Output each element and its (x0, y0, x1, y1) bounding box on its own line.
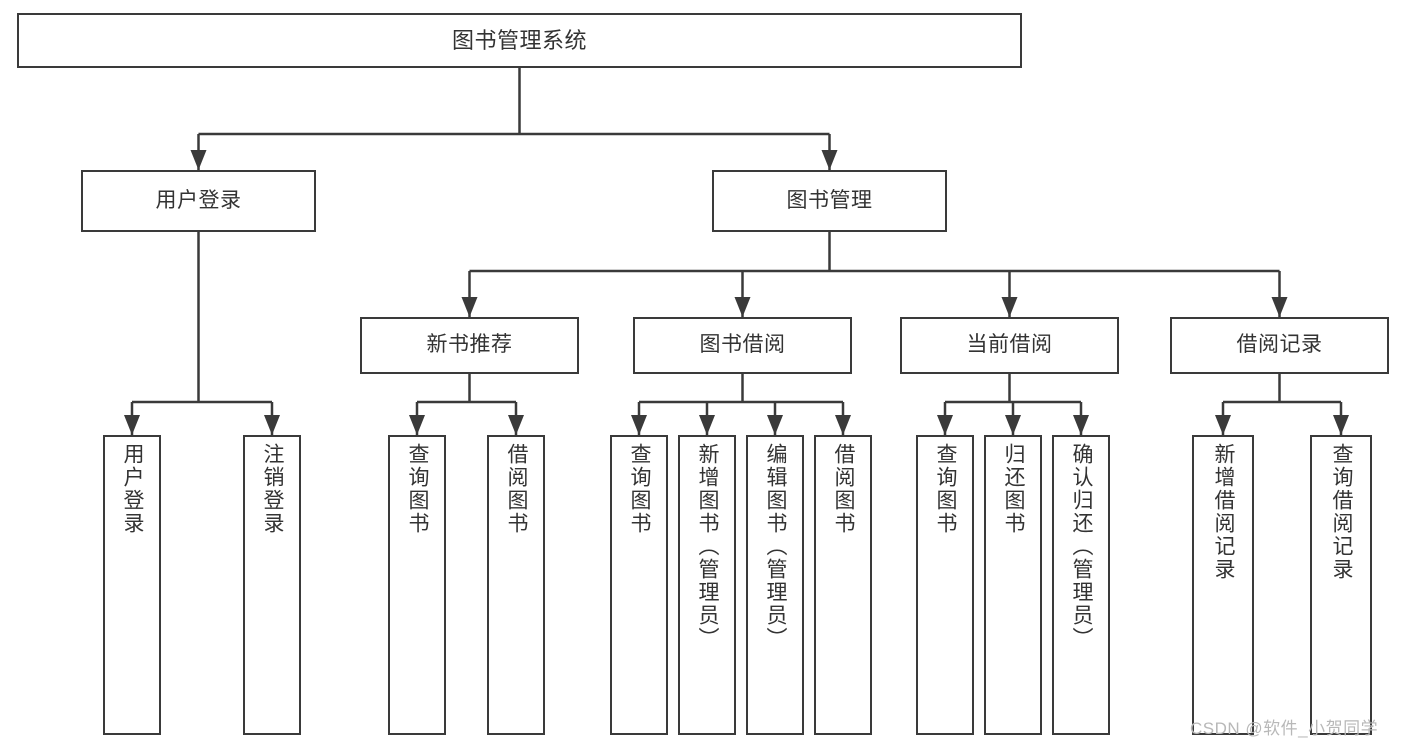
arrowhead (734, 297, 751, 317)
node-user-login[interactable]: 用户登录 (81, 170, 316, 232)
node-leaf-logout[interactable]: 注销登录 (243, 435, 301, 735)
arrowhead (631, 415, 647, 435)
node-leaf-user-login[interactable]: 用户登录 (103, 435, 161, 735)
node-label: 查询图书 (934, 443, 958, 535)
node-book-borrow[interactable]: 图书借阅 (633, 317, 852, 374)
arrowhead (1333, 415, 1349, 435)
node-leaf-query-book-1[interactable]: 查询图书 (388, 435, 446, 735)
node-label: 查询图书 (628, 443, 652, 535)
node-label: 新书推荐 (426, 333, 513, 357)
arrowhead (409, 415, 425, 435)
node-label: 查询借阅记录 (1330, 443, 1354, 581)
node-leaf-add-record[interactable]: 新增借阅记录 (1192, 435, 1254, 735)
node-label: 新增借阅记录 (1212, 443, 1236, 581)
node-leaf-return-book[interactable]: 归还图书 (984, 435, 1042, 735)
node-leaf-confirm-return[interactable]: 确认归还（管理员） (1052, 435, 1110, 735)
node-label: 图书管理 (786, 188, 873, 212)
node-label: 确认归还（管理员） (1070, 443, 1094, 650)
arrowhead (1215, 415, 1231, 435)
node-label: 借阅记录 (1236, 333, 1323, 357)
node-leaf-query-record[interactable]: 查询借阅记录 (1310, 435, 1372, 735)
node-label: 用户登录 (121, 443, 145, 535)
node-label: 新增图书（管理员） (696, 443, 720, 650)
node-borrow-record[interactable]: 借阅记录 (1170, 317, 1389, 374)
arrowhead (508, 415, 524, 435)
node-leaf-borrow-book-1[interactable]: 借阅图书 (487, 435, 545, 735)
node-label: 借阅图书 (832, 443, 856, 535)
node-label: 图书管理系统 (451, 27, 587, 53)
arrowhead (264, 415, 280, 435)
node-label: 用户登录 (155, 188, 242, 212)
node-root[interactable]: 图书管理系统 (17, 13, 1022, 68)
arrowhead (821, 150, 838, 170)
node-label: 借阅图书 (505, 443, 529, 535)
node-label: 归还图书 (1002, 443, 1026, 535)
arrowhead (1001, 297, 1018, 317)
arrowhead (1005, 415, 1021, 435)
arrowhead (937, 415, 953, 435)
node-current-borrow[interactable]: 当前借阅 (900, 317, 1119, 374)
node-label: 图书借阅 (699, 333, 786, 357)
node-leaf-borrow-book-2[interactable]: 借阅图书 (814, 435, 872, 735)
node-book-manage[interactable]: 图书管理 (712, 170, 947, 232)
node-label: 注销登录 (261, 443, 285, 535)
arrowhead (767, 415, 783, 435)
arrowhead (1271, 297, 1288, 317)
arrowhead (124, 415, 140, 435)
arrowhead (835, 415, 851, 435)
arrowhead (1073, 415, 1089, 435)
node-leaf-add-book[interactable]: 新增图书（管理员） (678, 435, 736, 735)
arrowhead (190, 150, 207, 170)
node-new-book-rec[interactable]: 新书推荐 (360, 317, 579, 374)
node-leaf-query-book-3[interactable]: 查询图书 (916, 435, 974, 735)
arrowhead (699, 415, 715, 435)
node-leaf-query-book-2[interactable]: 查询图书 (610, 435, 668, 735)
watermark: CSDN @软件_小贺同学 (1190, 719, 1379, 738)
node-label: 查询图书 (406, 443, 430, 535)
arrowhead (461, 297, 478, 317)
node-leaf-edit-book[interactable]: 编辑图书（管理员） (746, 435, 804, 735)
node-label: 当前借阅 (966, 333, 1053, 357)
node-label: 编辑图书（管理员） (764, 443, 788, 650)
